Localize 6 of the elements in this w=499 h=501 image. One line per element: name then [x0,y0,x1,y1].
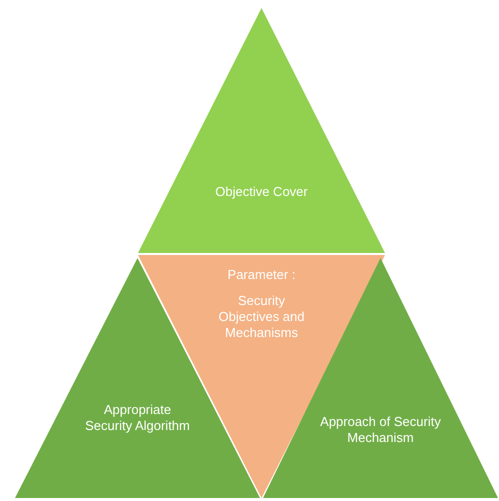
segment-label: Appropriate Security Algorithm [84,402,191,434]
triangle-segment [138,8,385,253]
segment-label: Security Objectives and Mechanisms [218,293,306,341]
segment-heading: Parameter : [226,267,296,283]
segment-label: Objective Cover [214,184,309,200]
segment-label: Approach of Security Mechanism [320,414,441,446]
